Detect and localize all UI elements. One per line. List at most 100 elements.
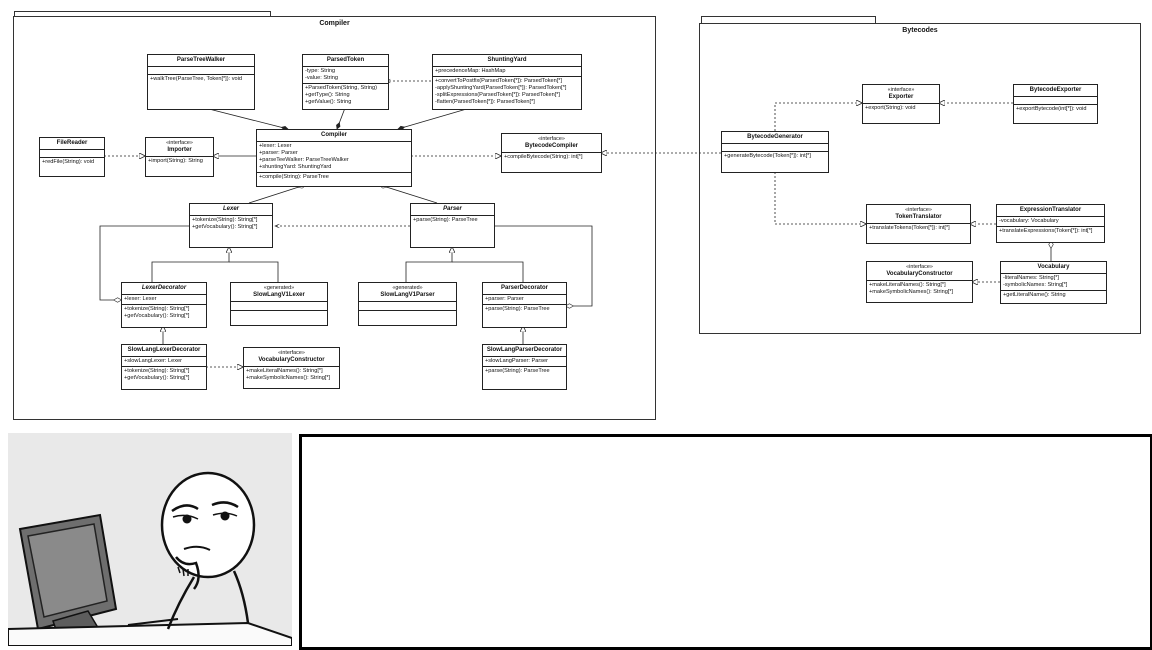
parsed-token-class[interactable]: ParsedToken -type: String -value: String… <box>302 54 389 110</box>
expression-translator-class[interactable]: ExpressionTranslator -vocabulary: Vocabu… <box>996 204 1105 243</box>
method: +compile(String): ParseTree <box>259 174 329 180</box>
class-name: BytecodeCompiler <box>524 143 578 149</box>
bytecode-compiler-interface[interactable]: «interface» BytecodeCompiler +compileByt… <box>501 133 602 173</box>
class-name: Importer <box>167 147 192 153</box>
class-name: VocabularyConstructor <box>886 271 953 277</box>
attribute: +lexer: Lexer <box>124 296 157 302</box>
comic-panel <box>8 433 292 646</box>
importer-interface[interactable]: «interface» Importer +import(String): St… <box>145 137 214 177</box>
class-name: BytecodeGenerator <box>747 134 803 140</box>
vocabulary-constructor-interface-left[interactable]: «interface» VocabularyConstructor +makeL… <box>243 347 340 389</box>
method: +tokenize(String): String[*] <box>192 217 258 223</box>
class-name: Vocabulary <box>1037 264 1070 270</box>
attribute: -value: String <box>305 75 338 81</box>
attribute: -symbolicNames: String[*] <box>1003 282 1068 288</box>
method: +getValue(): String <box>305 99 352 105</box>
class-name: SlowLangLexerDecorator <box>127 347 201 353</box>
method: +translateTokens(Token[*]): int[*] <box>869 225 950 231</box>
attribute: +parser: Parser <box>485 296 524 302</box>
slowlang-v1-lexer-class[interactable]: «generated» SlowLangV1Lexer <box>230 282 328 326</box>
slowlang-v1-parser-class[interactable]: «generated» SlowLangV1Parser <box>358 282 457 326</box>
method: +walkTree(ParseTree, Token[*]): void <box>150 76 242 82</box>
method: -flatten(ParsedToken[*]): ParsedToken[*] <box>435 99 535 105</box>
parser-class[interactable]: Parser +parse(String): ParseTree <box>410 203 495 248</box>
method: +ParsedToken(String, String) <box>305 85 377 91</box>
class-name: ParsedToken <box>326 57 365 63</box>
bytecode-exporter-class[interactable]: BytecodeExporter +exportBytecode(int[*])… <box>1013 84 1098 124</box>
attribute: +slowLangParser: Parser <box>485 358 548 364</box>
method: +tokenize(String): String[*] <box>124 368 190 374</box>
stereotype: «generated» <box>392 285 423 291</box>
class-name: Parser <box>443 206 462 212</box>
method: +import(String): String <box>148 158 203 164</box>
file-reader-class[interactable]: FileReader +redFile(String): void <box>39 137 105 177</box>
attribute: -literalNames: String[*] <box>1003 275 1059 281</box>
stereotype: «interface» <box>166 140 193 146</box>
stereotype: «interface» <box>905 207 932 213</box>
parser-decorator-class[interactable]: ParserDecorator +parser: Parser +parse(S… <box>482 282 567 328</box>
empty-comic-frame <box>299 434 1152 650</box>
vocabulary-constructor-interface-right[interactable]: «interface» VocabularyConstructor +makeL… <box>866 261 973 303</box>
method: +translateExpressions(Token[*]): int[*] <box>999 228 1093 234</box>
method: +parse(String): ParseTree <box>485 306 550 312</box>
method: +tokenize(String): String[*] <box>124 306 190 312</box>
method: +getType(): String <box>305 92 350 98</box>
bytecodes-package-title: Bytecodes <box>902 27 938 34</box>
bytecode-generator-class[interactable]: BytecodeGenerator +generateBytecode(Toke… <box>721 131 829 173</box>
vocabulary-class[interactable]: Vocabulary -literalNames: String[*] -sym… <box>1000 261 1107 304</box>
thinking-man-at-computer-icon <box>8 471 292 646</box>
method: +generateBytecode(Token[*]): int[*] <box>724 153 811 159</box>
class-name: SlowLangParserDecorator <box>486 347 563 353</box>
class-name: TokenTranslator <box>895 214 942 220</box>
method: +makeLiteralNames(): String[*] <box>869 282 946 288</box>
method: +getVocabulary(): String[*] <box>192 224 258 230</box>
stereotype: «generated» <box>263 285 295 291</box>
method: +getVocabulary(): String[*] <box>124 375 190 381</box>
class-name: VocabularyConstructor <box>258 357 325 363</box>
compiler-package-title: Compiler <box>319 20 350 27</box>
method: -applyShuntingYard(ParsedToken[*]): Pars… <box>435 85 567 91</box>
method: +getLiteralName(): String <box>1003 292 1066 298</box>
compiler-package-tab <box>14 11 271 18</box>
method: +exportBytecode(int[*]): void <box>1016 106 1087 112</box>
class-name: ParserDecorator <box>500 285 549 291</box>
attribute: +lexer: Lexer <box>259 143 292 149</box>
method: +redFile(String): void <box>42 159 95 165</box>
token-translator-interface[interactable]: «interface» TokenTranslator +translateTo… <box>866 204 971 244</box>
class-name: SlowLangV1Parser <box>380 292 435 298</box>
class-name: ShuntingYard <box>487 57 527 63</box>
class-name: Compiler <box>320 132 347 138</box>
bytecodes-package-tab <box>701 16 876 25</box>
method: +makeSymbolicNames(): String[*] <box>246 375 331 381</box>
class-name: LexerDecorator <box>141 285 187 291</box>
class-name: ParseTreeWalker <box>176 57 226 63</box>
class-name: Exporter <box>888 94 914 100</box>
stereotype: «interface» <box>906 264 933 270</box>
shunting-yard-class[interactable]: ShuntingYard +precedenceMap: HashMap +co… <box>432 54 582 110</box>
method: +makeSymbolicNames(): String[*] <box>869 289 954 295</box>
attribute: -type: String <box>305 68 336 74</box>
stereotype: «interface» <box>278 350 305 356</box>
slowlang-lexer-decorator-class[interactable]: SlowLangLexerDecorator +slowLangLexer: L… <box>121 344 207 390</box>
exporter-interface[interactable]: «interface» Exporter +export(String): vo… <box>862 84 940 124</box>
slowlang-parser-decorator-class[interactable]: SlowLangParserDecorator +slowLangParser:… <box>482 344 567 390</box>
attribute: +precedenceMap: HashMap <box>435 68 506 74</box>
method: +parse(String): ParseTree <box>485 368 550 374</box>
method: +parse(String): ParseTree <box>413 217 478 223</box>
method: +convertToPostfix(ParsedToken[*]): Parse… <box>435 78 563 84</box>
lexer-decorator-class[interactable]: LexerDecorator +lexer: Lexer +tokenize(S… <box>121 282 207 328</box>
class-name: BytecodeExporter <box>1029 87 1082 93</box>
compiler-class[interactable]: Compiler +lexer: Lexer +parser: Parser +… <box>256 129 412 187</box>
parse-tree-walker-class[interactable]: ParseTreeWalker +walkTree(ParseTree, Tok… <box>147 54 255 110</box>
stereotype: «interface» <box>538 136 565 142</box>
attribute: +shuntingYard: ShuntingYard <box>259 164 332 170</box>
lexer-class[interactable]: Lexer +tokenize(String): String[*] +getV… <box>189 203 273 248</box>
class-name: ExpressionTranslator <box>1019 207 1082 213</box>
attribute: +slowLangLexer: Lexer <box>124 358 182 364</box>
attribute: +parser: Parser <box>259 150 298 156</box>
class-name: Lexer <box>222 206 239 212</box>
stereotype: «interface» <box>887 87 915 93</box>
method: +export(String): void <box>865 105 916 111</box>
method: -splitExpressions(ParsedToken[*]): Parse… <box>435 92 560 98</box>
